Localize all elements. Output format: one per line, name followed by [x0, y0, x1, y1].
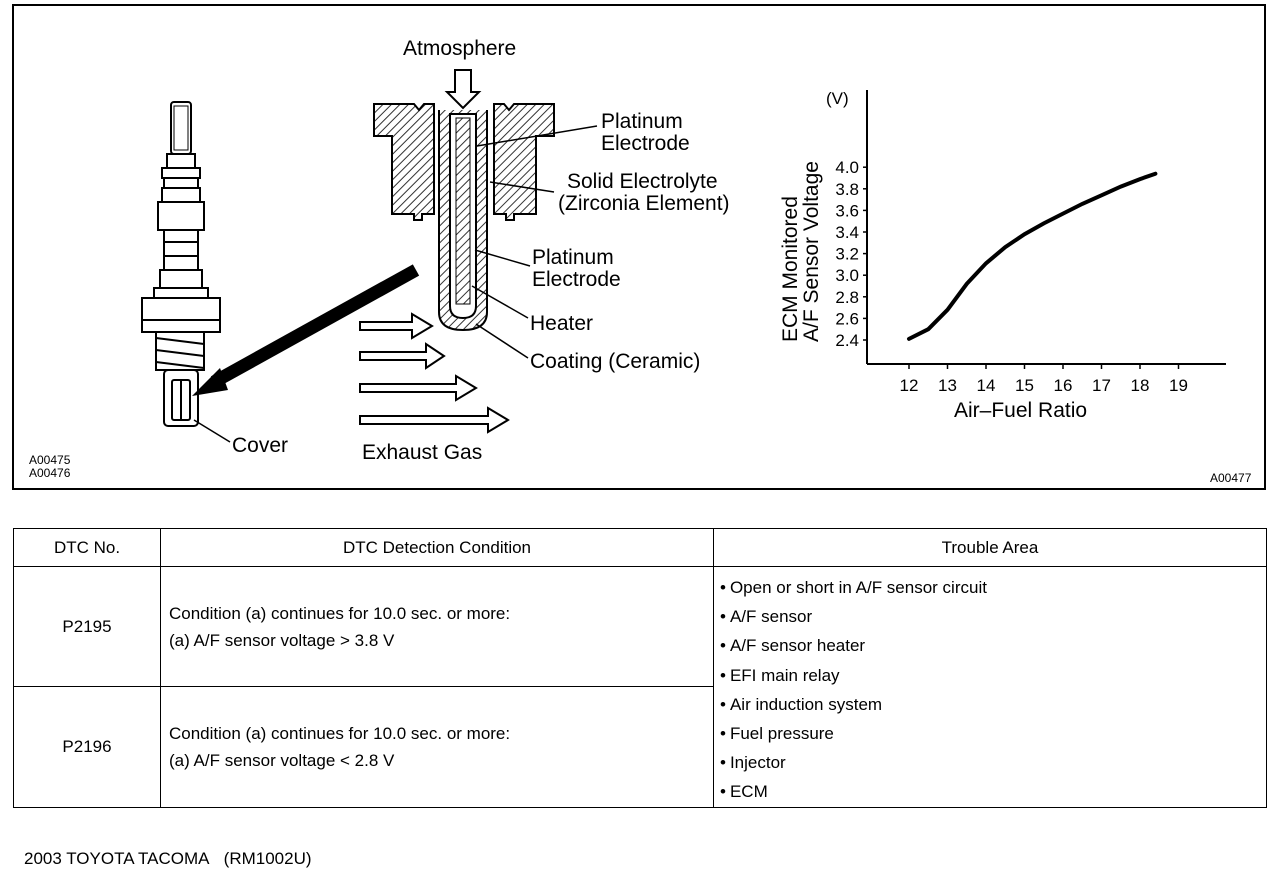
table-row: P2195 Condition (a) continues for 10.0 s… — [13, 565, 1267, 808]
sensor-cross-section — [373, 103, 555, 332]
coating-label: Coating (Ceramic) — [530, 350, 700, 373]
x-tick-label: 14 — [977, 376, 996, 395]
x-tick-label: 12 — [900, 376, 919, 395]
y-tick-label: 3.0 — [835, 266, 859, 285]
y-tick-label: 2.8 — [835, 288, 859, 307]
table-header-row: DTC No. DTC Detection Condition Trouble … — [13, 528, 1267, 567]
platinum-electrode-mid-label-2: Electrode — [532, 268, 621, 291]
y-tick-label: 2.4 — [835, 331, 859, 350]
solid-electrolyte-label-2: (Zirconia Element) — [558, 192, 730, 215]
exhaust-gas-label: Exhaust Gas — [362, 441, 482, 464]
figure-code-left-2: A00476 — [29, 466, 71, 480]
figure-code-right: A00477 — [1210, 471, 1252, 485]
x-tick-label: 15 — [1015, 376, 1034, 395]
list-item: EFI main relay — [720, 661, 1266, 690]
list-item: ECM — [720, 777, 1266, 806]
list-item: Air induction system — [720, 690, 1266, 719]
list-item: Fuel pressure — [720, 719, 1266, 748]
list-item: A/F sensor — [720, 602, 1266, 631]
y-tick-label: 4.0 — [835, 158, 859, 177]
platinum-electrode-top-label-1: Platinum — [601, 110, 683, 133]
y-axis-label-1: ECM Monitored — [779, 196, 802, 342]
dtc-number: P2196 — [13, 686, 161, 808]
condition-line: Condition (a) continues for 10.0 sec. or… — [169, 603, 511, 623]
trouble-area-cell: Open or short in A/F sensor circuit A/F … — [713, 566, 1267, 808]
detection-condition: Condition (a) continues for 10.0 sec. or… — [160, 686, 714, 808]
list-item: Injector — [720, 748, 1266, 777]
dtc-number: P2195 — [13, 565, 161, 688]
header-dtc-no: DTC No. — [13, 528, 161, 567]
platinum-electrode-mid-label-1: Platinum — [532, 246, 614, 269]
exhaust-arrows-icon — [359, 312, 510, 434]
cover-label: Cover — [232, 434, 288, 457]
y-tick-label: 2.6 — [835, 309, 859, 328]
y-tick-label: 3.2 — [835, 245, 859, 264]
y-tick-label: 3.4 — [835, 223, 859, 242]
condition-line: Condition (a) continues for 10.0 sec. or… — [169, 723, 511, 743]
sensor-figure: Atmosphere Platinum Electrode Solid Elec… — [12, 4, 1266, 490]
series-line — [907, 171, 1158, 341]
pointer-arrow-icon — [192, 264, 420, 396]
list-item: A/F sensor heater — [720, 631, 1266, 660]
heater-label: Heater — [530, 312, 593, 335]
y-unit-label: (V) — [826, 89, 849, 108]
condition-line: (a) A/F sensor voltage < 2.8 V — [169, 750, 395, 770]
header-trouble-area: Trouble Area — [713, 528, 1267, 567]
y-tick-label: 3.6 — [835, 201, 859, 220]
figure-code-left-1: A00475 — [29, 453, 71, 467]
atmosphere-label: Atmosphere — [403, 37, 516, 60]
condition-line: (a) A/F sensor voltage > 3.8 V — [169, 630, 395, 650]
leader-lines — [193, 125, 598, 443]
x-tick-label: 13 — [938, 376, 957, 395]
y-tick-label: 3.8 — [835, 180, 859, 199]
footer-vehicle-info: 2003 TOYOTA TACOMA (RM1002U) — [24, 849, 312, 868]
solid-electrolyte-label-1: Solid Electrolyte — [567, 170, 718, 193]
trouble-area-list: Open or short in A/F sensor circuit A/F … — [720, 573, 1266, 807]
dtc-table: DTC No. DTC Detection Condition Trouble … — [13, 528, 1267, 808]
sensor-body-illustration — [141, 101, 221, 427]
x-tick-label: 17 — [1092, 376, 1111, 395]
detection-condition: Condition (a) continues for 10.0 sec. or… — [160, 565, 714, 688]
x-tick-label: 19 — [1169, 376, 1188, 395]
platinum-electrode-top-label-2: Electrode — [601, 132, 690, 155]
x-axis-label: Air–Fuel Ratio — [954, 399, 1087, 422]
atmosphere-arrow-icon — [444, 69, 482, 110]
list-item: Open or short in A/F sensor circuit — [720, 573, 1266, 602]
x-tick-label: 18 — [1131, 376, 1150, 395]
figure-drawing: Atmosphere Platinum Electrode Solid Elec… — [29, 37, 1252, 485]
y-axis-label-2: A/F Sensor Voltage — [800, 161, 823, 342]
header-detection-condition: DTC Detection Condition — [160, 528, 714, 567]
af-voltage-chart: 2.4 2.6 2.8 3.0 3.2 3.4 3.6 3.8 4.0 12 13 14 15 16 17… — [779, 89, 1226, 422]
table-row: P2196 Condition (a) continues for 10.0 s… — [13, 686, 1267, 808]
x-tick-label: 16 — [1054, 376, 1073, 395]
